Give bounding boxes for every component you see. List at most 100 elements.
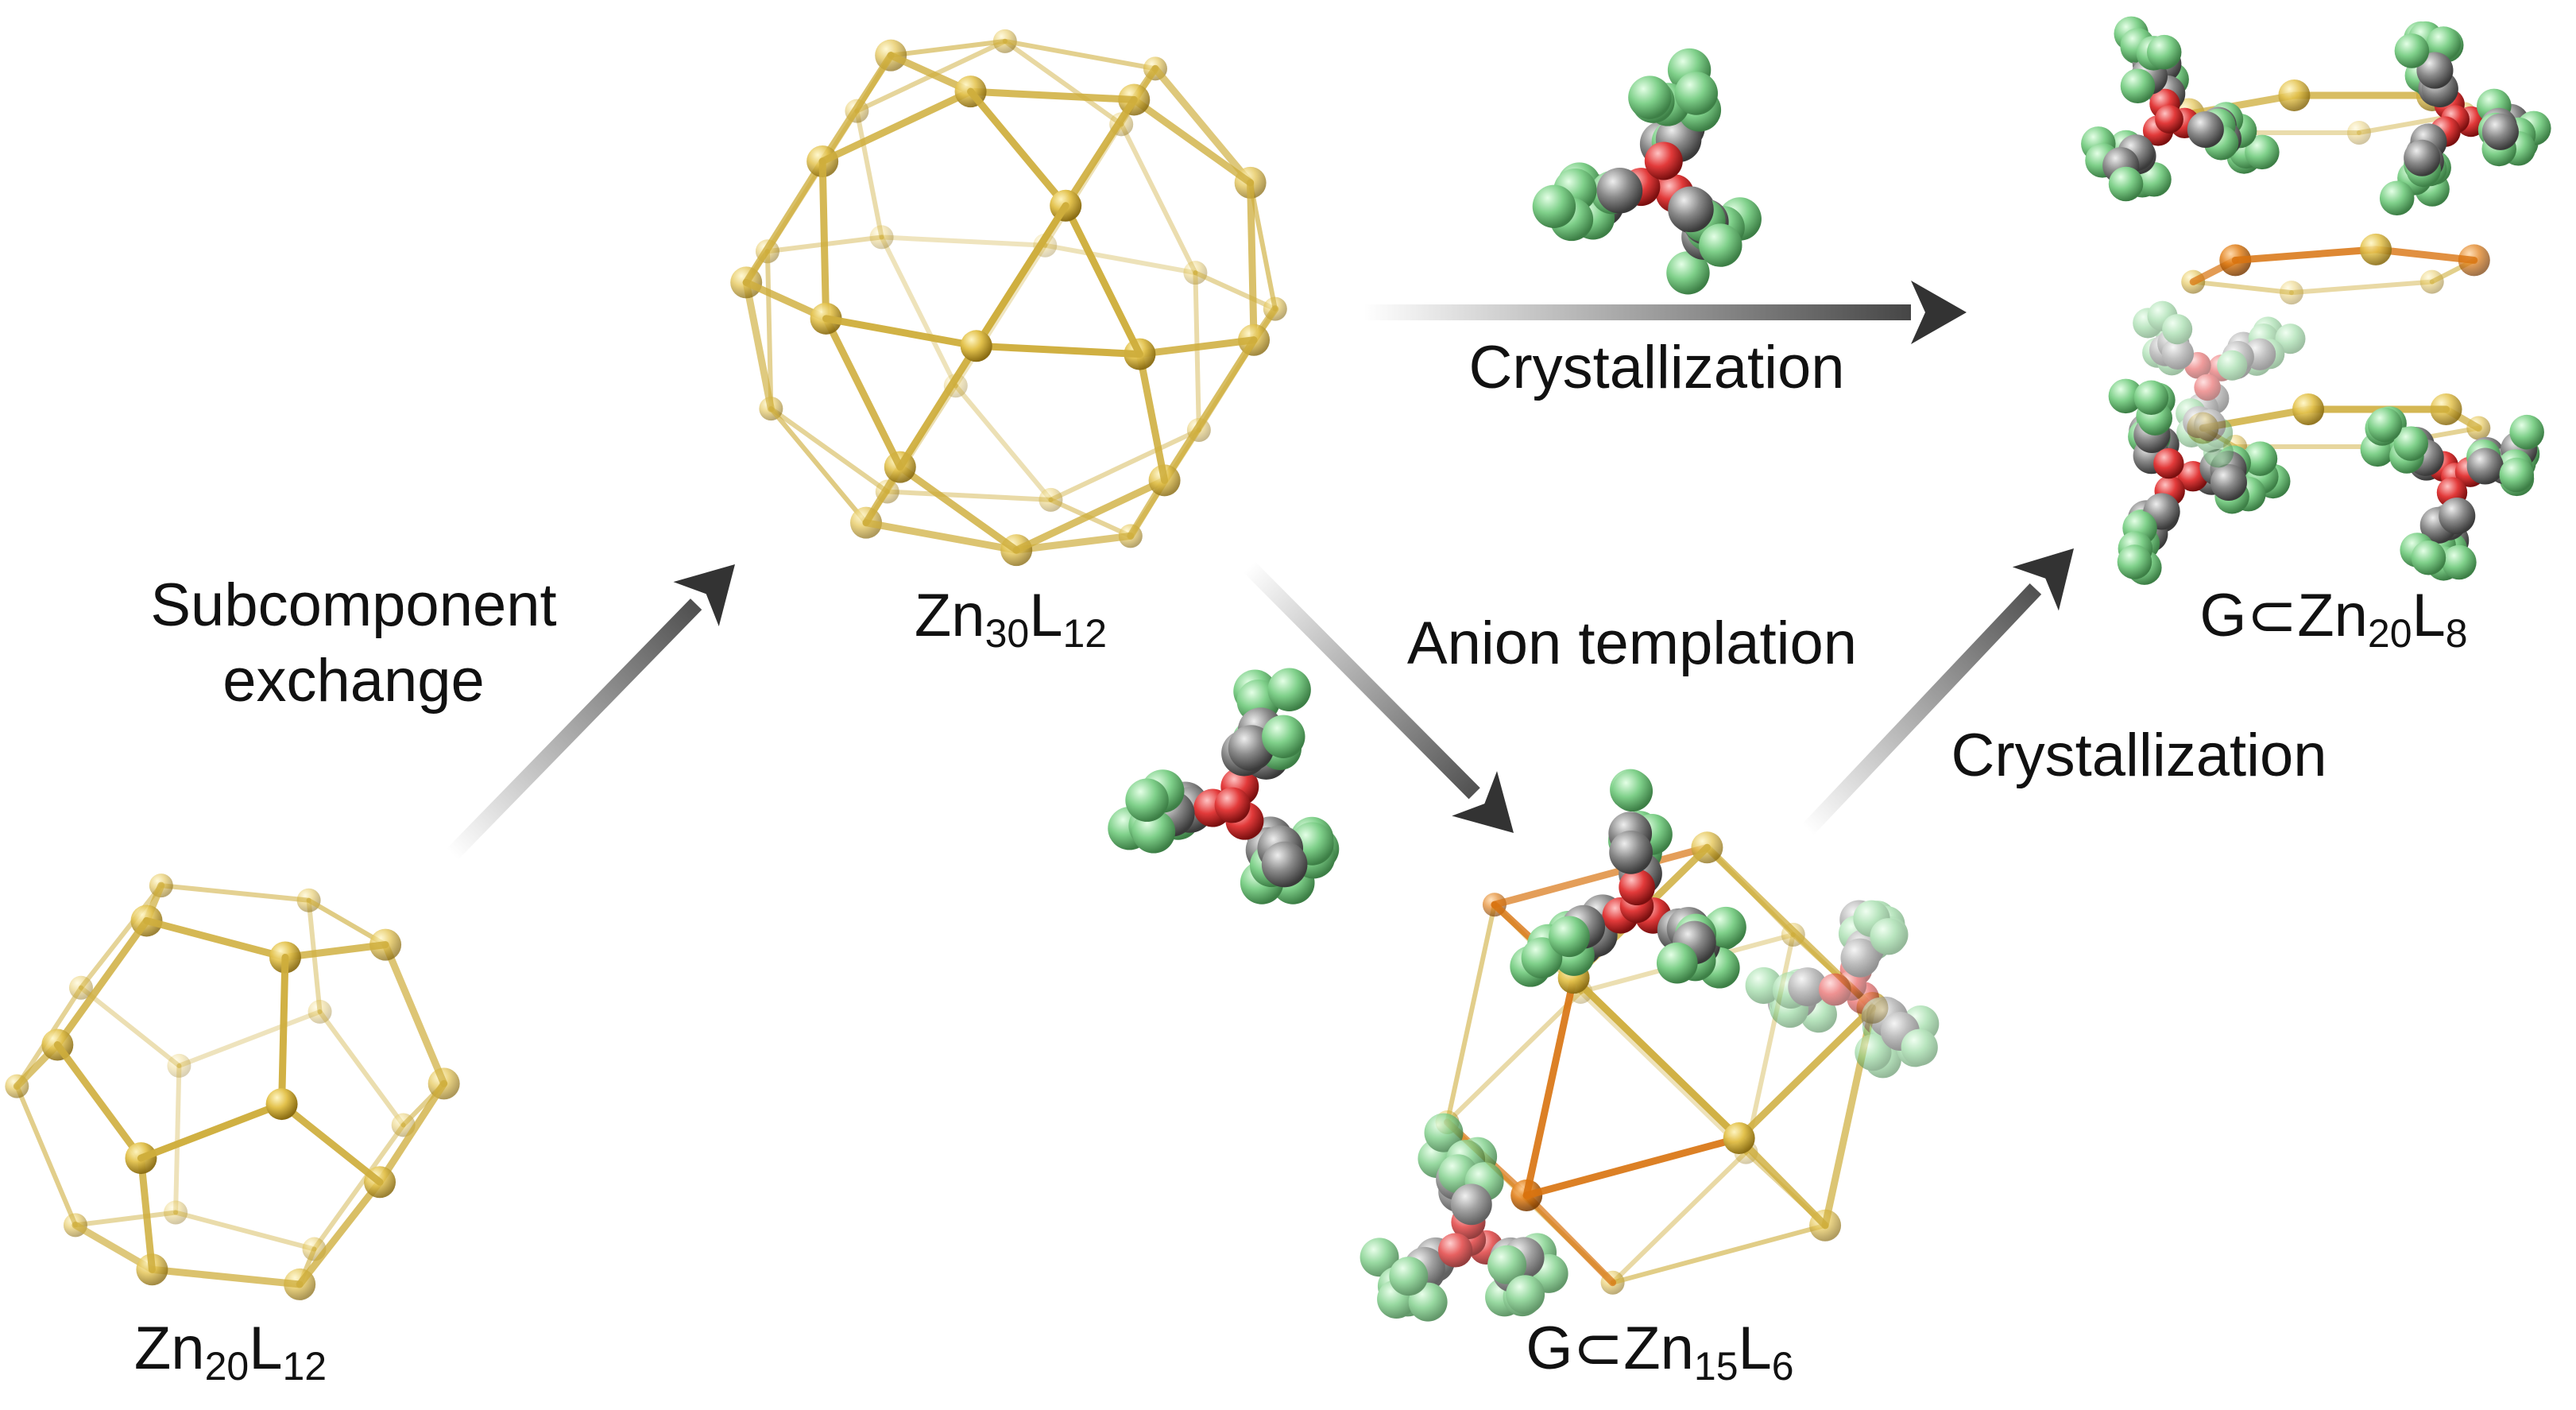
reaction-arrows: [446, 281, 2074, 860]
ligand-edge: [818, 52, 895, 165]
fluorine-atom: [1674, 72, 1719, 115]
oxygen-atom: [1644, 141, 1683, 180]
arrow-head: [1911, 281, 1967, 344]
ligand-edge: [1042, 242, 1198, 276]
ligand-edge: [1062, 95, 1138, 210]
label-subcomponent: Subcomponent: [150, 571, 556, 639]
label-g-zn15l6: G⊂Zn15L6: [1526, 1315, 1793, 1389]
ligand-edge: [973, 202, 1069, 350]
label-anion-templation: Anion templation: [1407, 610, 1857, 677]
carbon-atom: [2194, 409, 2226, 442]
arrow-shaft: [1243, 560, 1480, 800]
zinc-vertex: [164, 1200, 188, 1225]
fluorine-atom: [1487, 1245, 1527, 1284]
zinc-vertex: [167, 1053, 191, 1078]
label-exchange: exchange: [222, 647, 485, 715]
ligand-edge: [764, 249, 774, 412]
anion-guest: [2360, 406, 2544, 581]
zinc-vertex: [2292, 393, 2325, 426]
carbon-atom: [1788, 967, 1828, 1007]
carbon-atom: [2466, 447, 2504, 485]
ligand-edge: [1002, 38, 1124, 127]
fluorine-atom: [2499, 457, 2535, 493]
ligand-edge: [1135, 336, 1258, 358]
carbon-atom: [2404, 139, 2441, 176]
ligand-edge: [53, 916, 151, 1049]
ligand-edge: [1578, 989, 1749, 1155]
ligand-edge: [953, 383, 1054, 502]
carbon-atom: [2187, 110, 2224, 149]
label-zn30l12: Zn30L12: [915, 582, 1107, 656]
ligand-edge: [953, 242, 1048, 389]
fluorine-atom: [1389, 1257, 1429, 1296]
arrow-shaft: [446, 598, 702, 860]
ligand-edge: [173, 1210, 317, 1252]
ligand-edge: [2231, 246, 2380, 264]
ligand-edge: [967, 87, 1138, 103]
anion-guest: [1532, 48, 1762, 295]
ligand-edge: [967, 87, 1069, 210]
ligand-edge: [879, 234, 958, 389]
ligand-edge: [278, 954, 289, 1108]
ligand-edge: [137, 1100, 286, 1162]
carbon-atom: [1450, 1183, 1492, 1226]
ligand-edge: [1522, 1134, 1743, 1199]
fluorine-atom: [1611, 770, 1654, 812]
oxygen-atom: [2153, 447, 2184, 479]
fluorine-atom: [2217, 350, 2248, 381]
ligand-edge: [1610, 1222, 1828, 1285]
fluorine-atom: [1267, 668, 1311, 711]
ligand-edge: [14, 1083, 78, 1228]
ligand-edge: [1735, 1004, 1876, 1142]
ligand-edge: [1743, 932, 1796, 1155]
ligand-edge: [2191, 279, 2294, 296]
fluorine-atom: [1656, 942, 1698, 984]
zinc-vertex: [1723, 1122, 1755, 1155]
ligand-edge: [768, 406, 890, 494]
label-crystallization-top: Crystallization: [1468, 334, 1844, 401]
ligand-edge: [1130, 95, 1255, 187]
carbon-atom: [1668, 186, 1714, 233]
ligand-edge: [53, 1041, 145, 1162]
ligand-edge: [879, 234, 1048, 248]
arrow-head: [673, 564, 735, 627]
fluorine-atom: [1262, 715, 1305, 758]
ligand-edge: [742, 157, 826, 286]
ligand-edge: [143, 916, 289, 962]
zinc-vertex: [307, 999, 332, 1024]
ligand-edge: [1193, 270, 1278, 312]
ligand-edge: [317, 1009, 406, 1128]
ligand-edge: [822, 315, 904, 471]
ligand-edge: [1135, 351, 1169, 484]
fluorine-atom: [1666, 251, 1710, 295]
anion-guest: [1108, 668, 1340, 904]
arrow-head: [2012, 548, 2074, 611]
ligand-edge: [2288, 279, 2435, 296]
ligand-edge: [1161, 336, 1258, 484]
ligand-edge: [296, 1178, 384, 1288]
fluorine-atom: [1855, 1034, 1892, 1071]
fluorine-atom: [1628, 76, 1672, 119]
ligand-edge: [1522, 1191, 1617, 1287]
ligand-edge: [854, 108, 884, 240]
carbon-atom: [2210, 463, 2247, 501]
zinc-vertex: [2360, 233, 2392, 265]
zinc-vertex: [960, 330, 992, 362]
carbon-atom: [1261, 841, 1308, 888]
fluorine-atom: [2108, 378, 2144, 414]
ligand-edge: [1119, 122, 1198, 276]
fluorine-atom: [1360, 1238, 1399, 1277]
oxygen-atom: [2194, 374, 2221, 401]
anion-guest: [2108, 378, 2291, 585]
ligand-edge: [173, 1063, 182, 1215]
carbon-atom: [2439, 498, 2476, 535]
ligand-edge: [862, 519, 1020, 554]
ligand-edge: [1610, 1149, 1749, 1285]
ligand-edge: [768, 406, 869, 525]
ligand-edge: [1735, 1134, 1829, 1230]
anion-guest: [1510, 769, 1746, 989]
ligand-edge: [1151, 64, 1255, 187]
oxygen-atom: [1818, 973, 1851, 1006]
ligand-edge: [2185, 91, 2298, 118]
ligand-edge: [888, 38, 1008, 58]
